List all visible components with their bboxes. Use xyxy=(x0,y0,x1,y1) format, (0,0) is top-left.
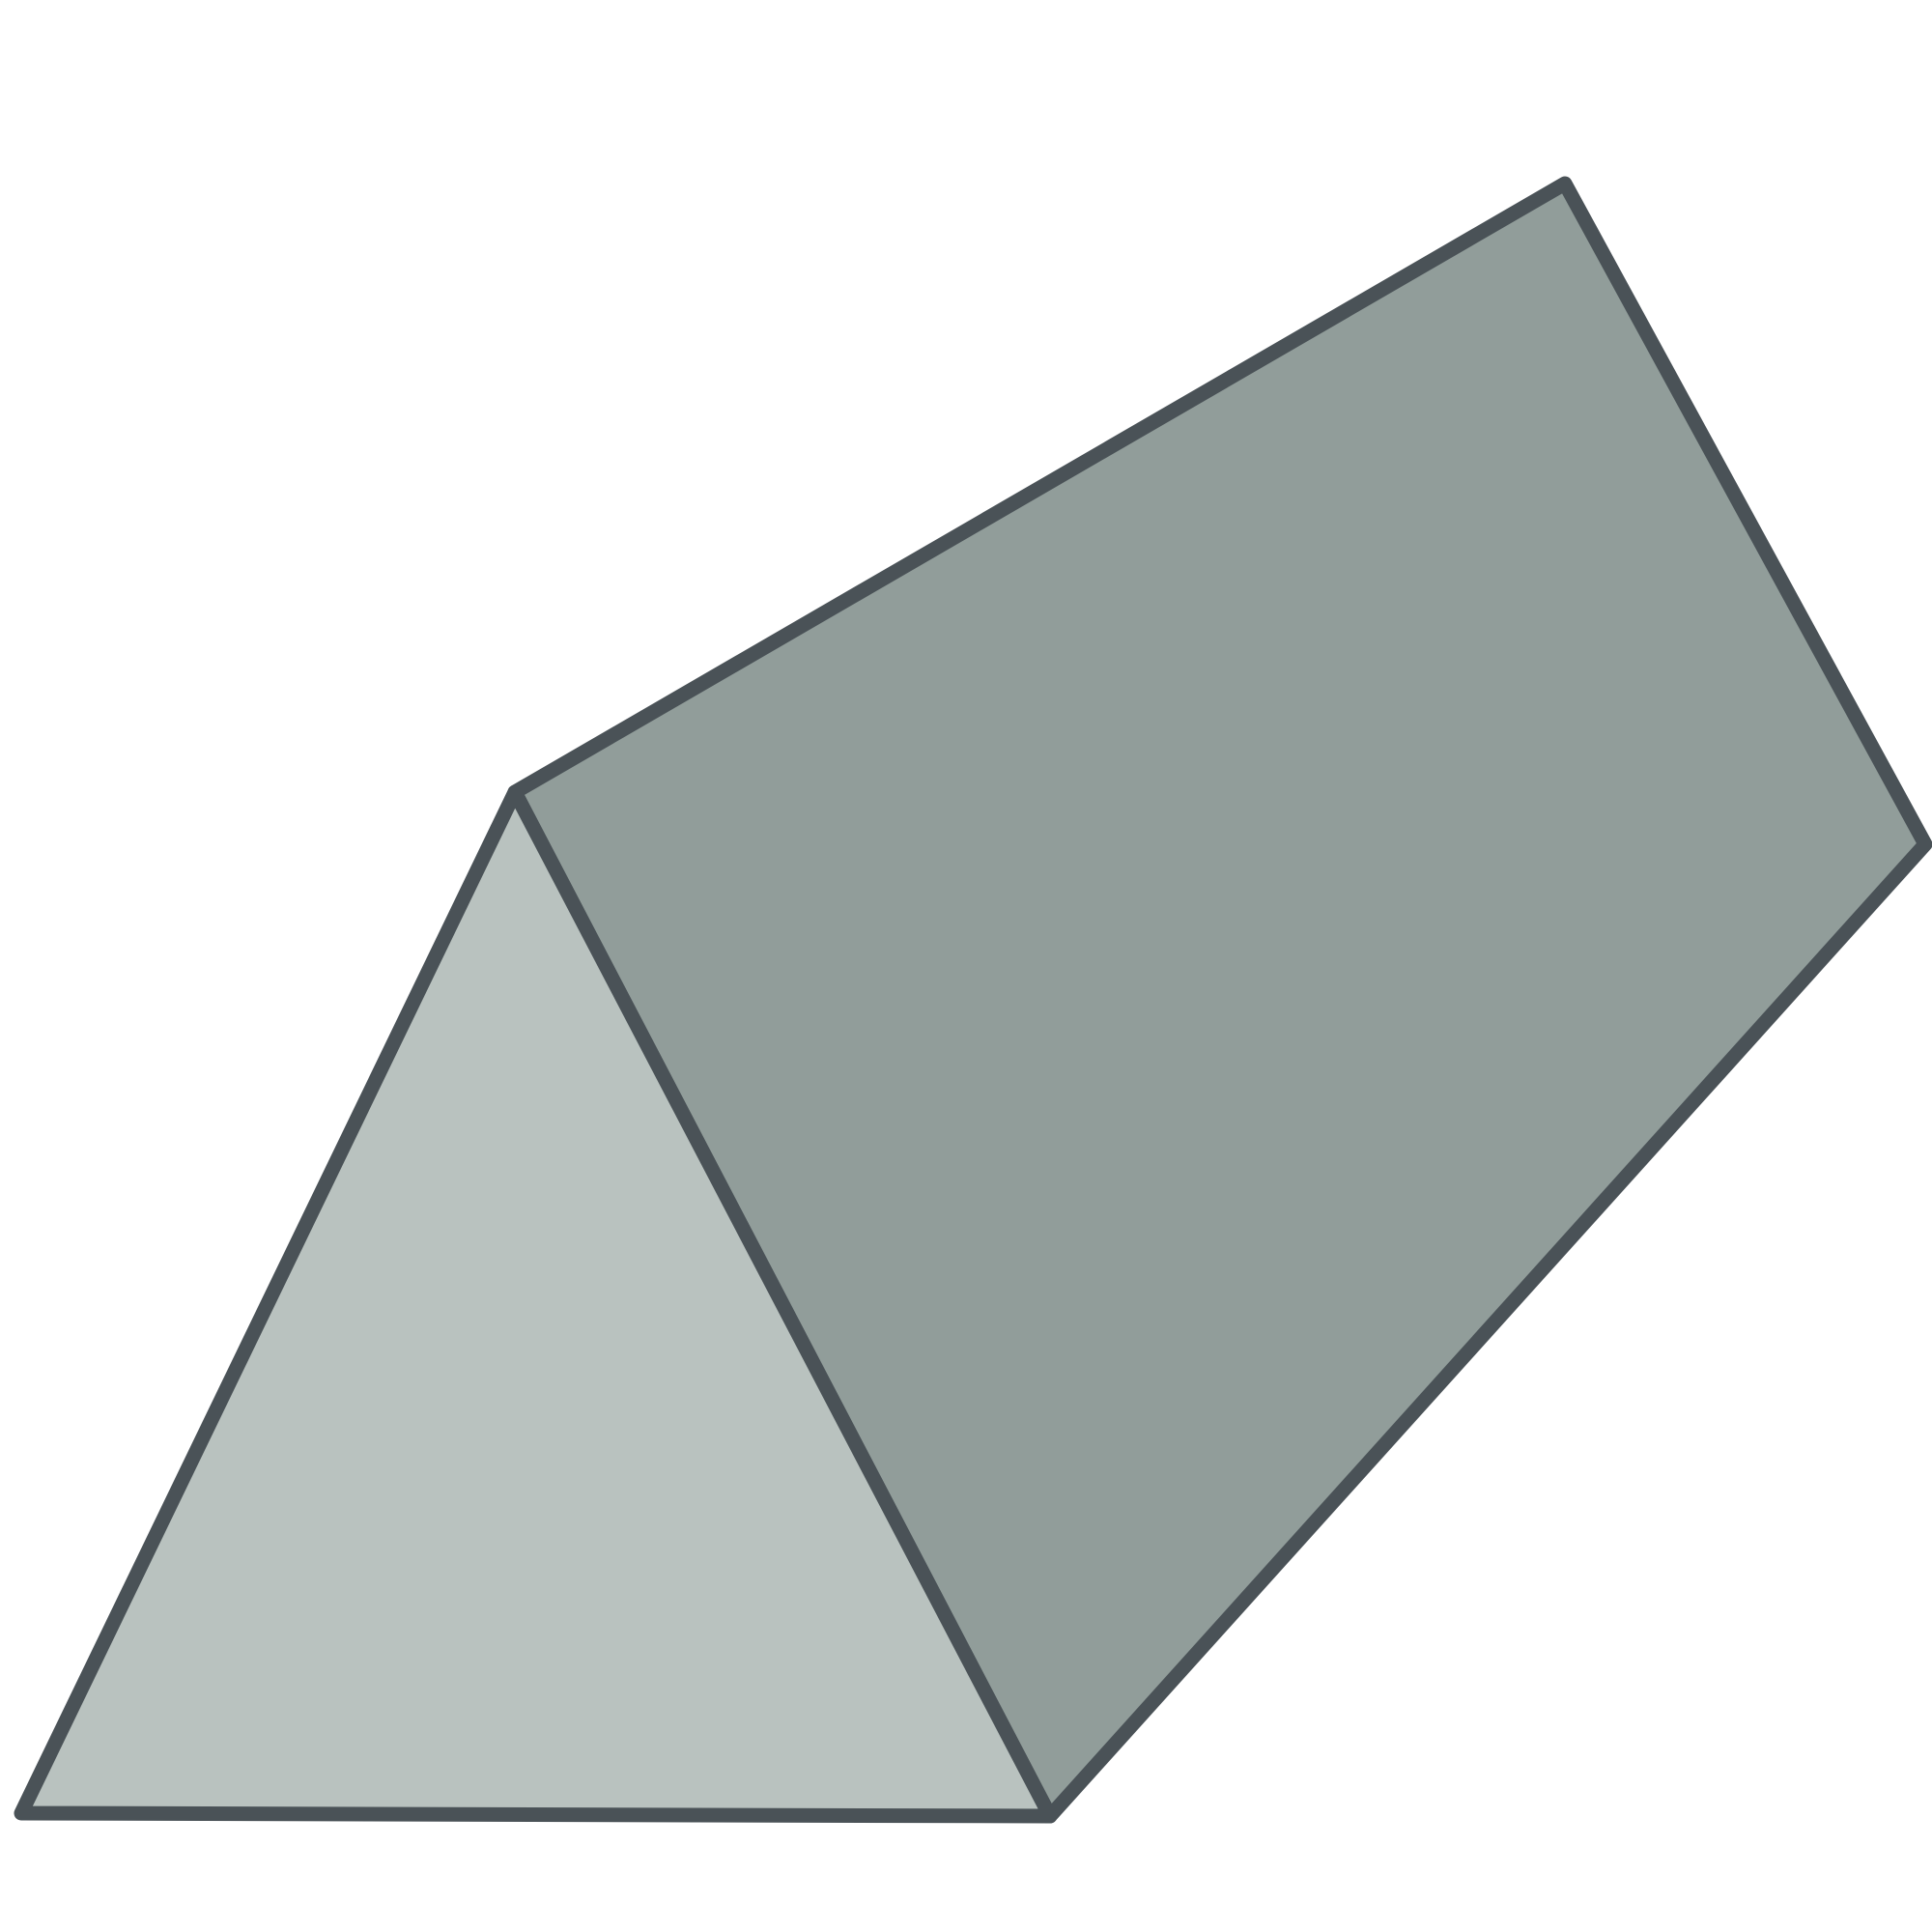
prism-front-triangle-face xyxy=(14,784,1058,1824)
